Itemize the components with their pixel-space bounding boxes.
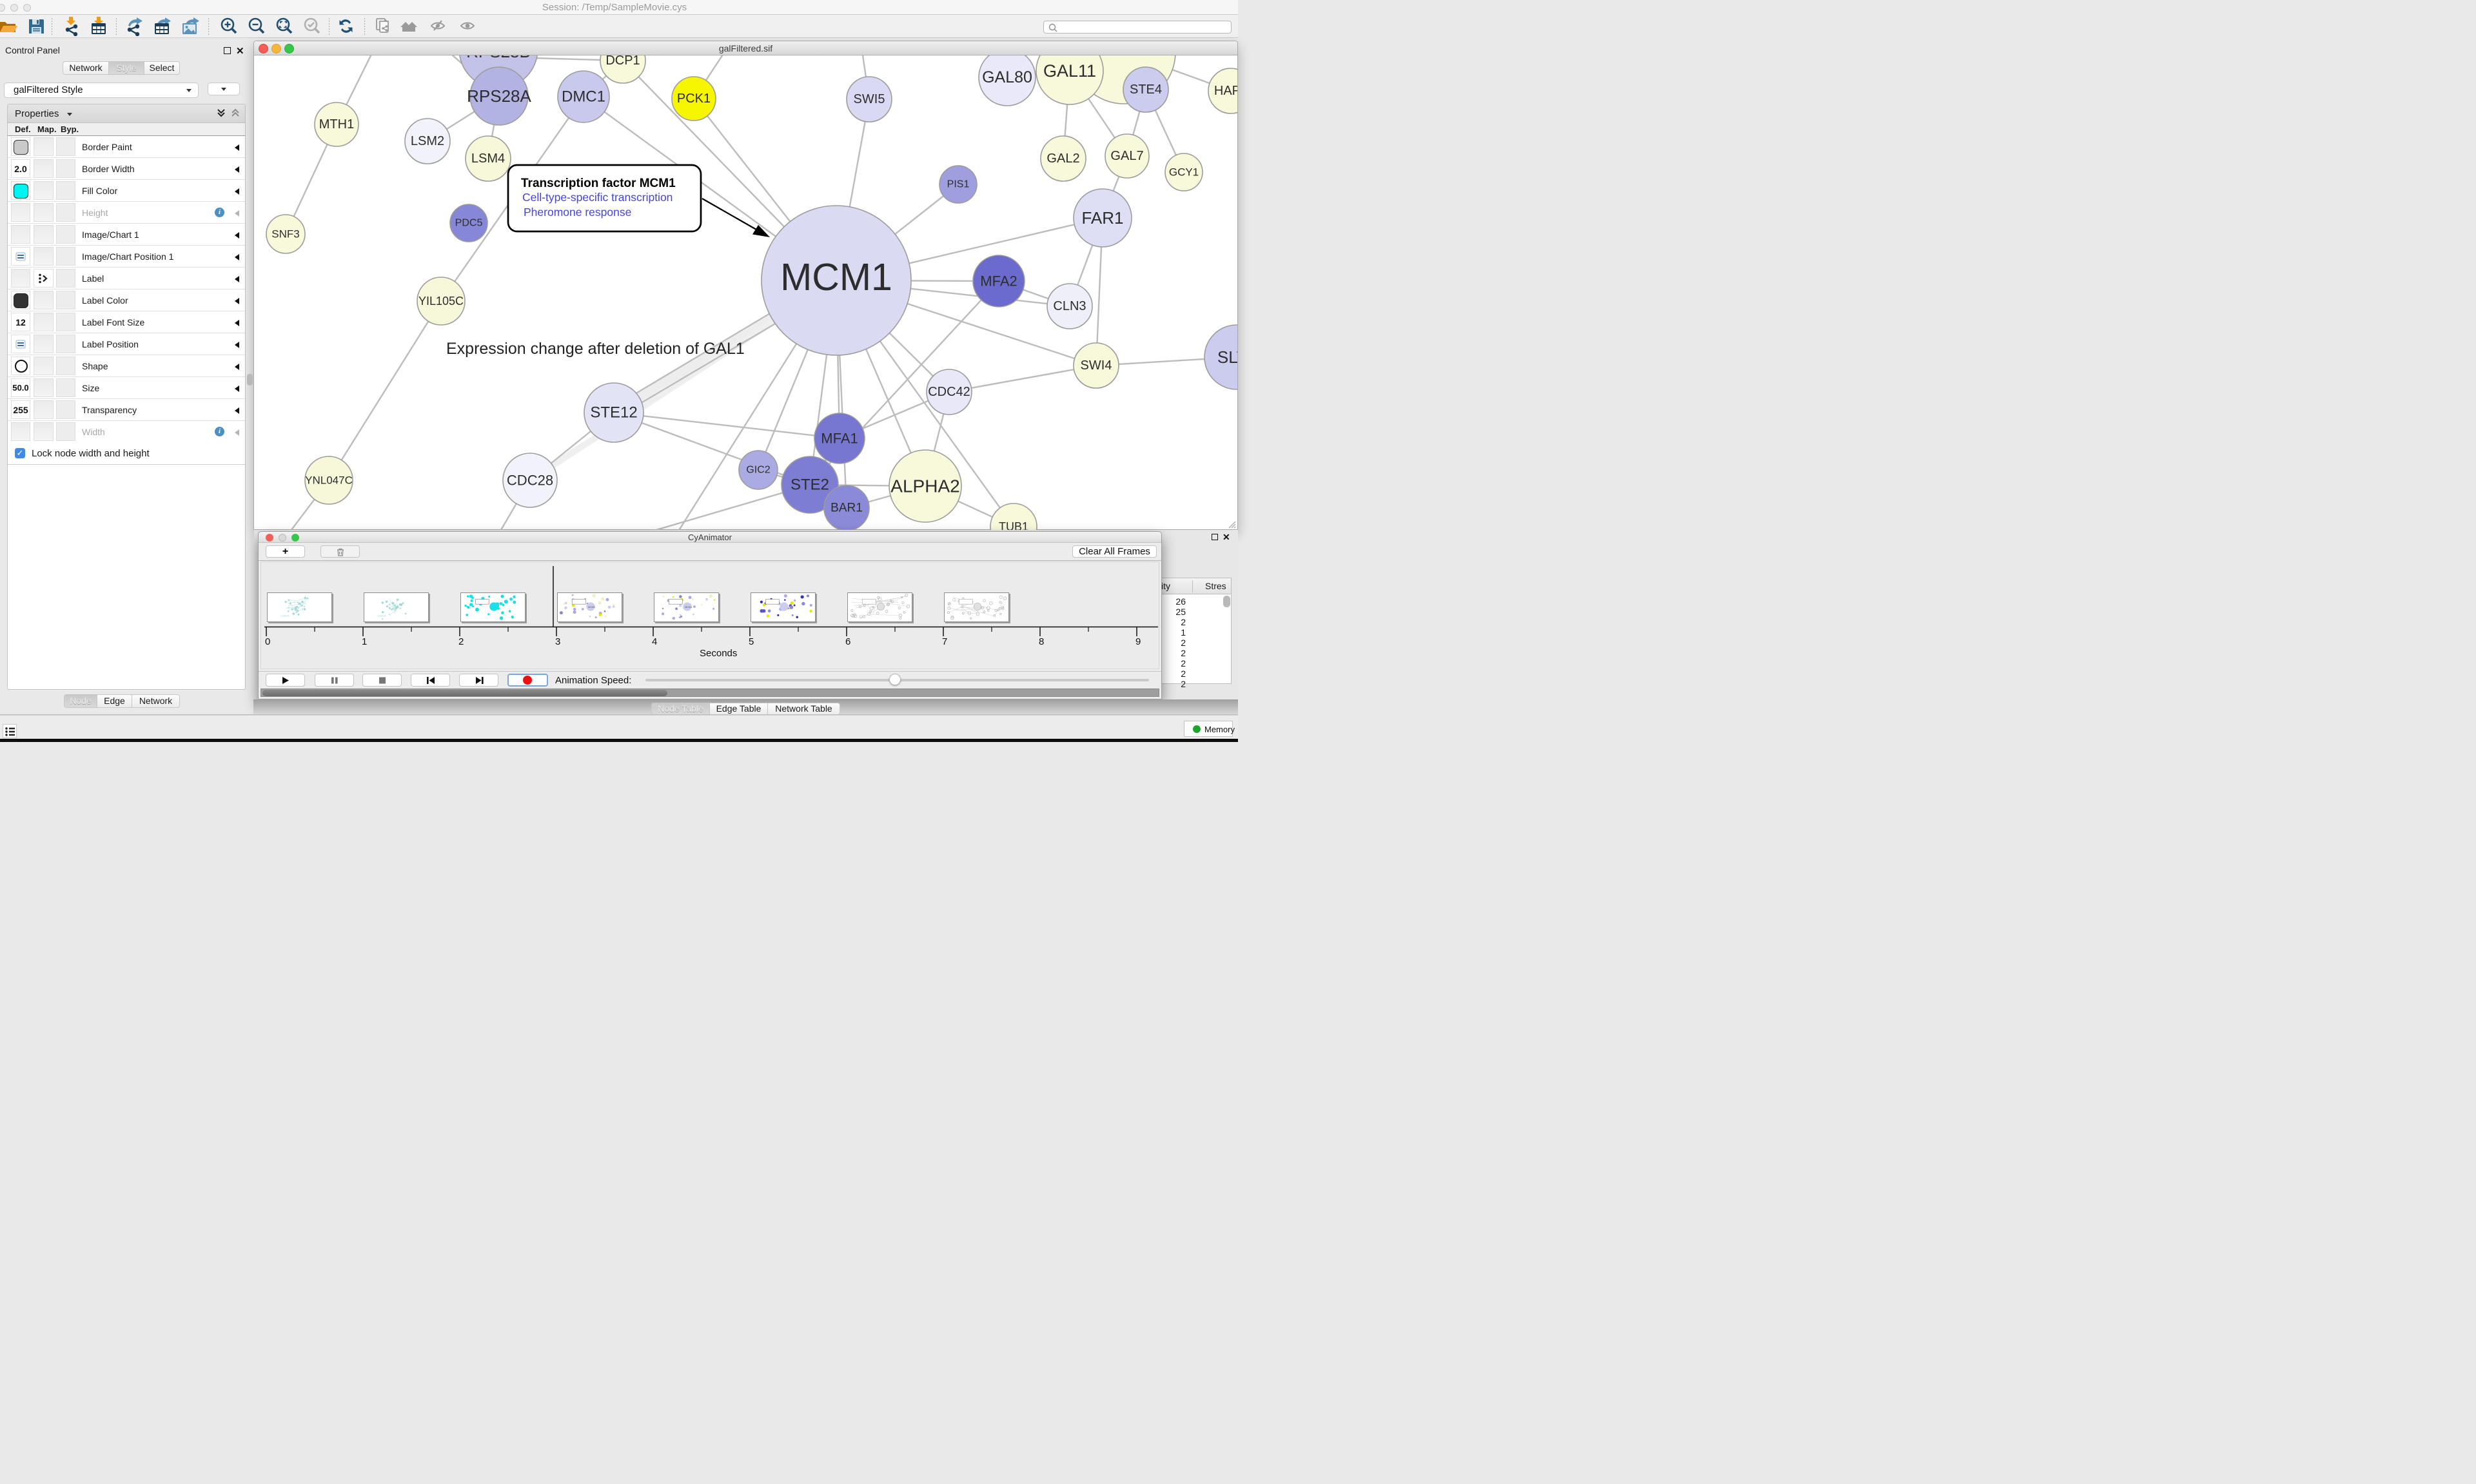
- svg-text:Pheromone response: Pheromone response: [524, 206, 631, 219]
- svg-text:MCM1: MCM1: [588, 606, 595, 609]
- svg-text:Expression change after deleti: Expression change after deletion of GAL1: [446, 340, 745, 358]
- svg-text:SLT2: SLT2: [1217, 347, 1237, 367]
- svg-text:SWI5: SWI5: [854, 92, 885, 106]
- svg-text:LSM2: LSM2: [411, 134, 444, 148]
- svg-text:network: network: [377, 614, 386, 617]
- svg-text:MTH1: MTH1: [319, 117, 354, 132]
- svg-text:GIC2: GIC2: [746, 465, 770, 476]
- svg-text:YIL105C: YIL105C: [418, 295, 464, 308]
- svg-text:PCK1: PCK1: [677, 92, 711, 106]
- svg-text:STE12: STE12: [590, 404, 637, 422]
- svg-text:0: 0: [265, 636, 270, 647]
- svg-text:TUB1: TUB1: [999, 520, 1028, 530]
- svg-text:1: 1: [362, 636, 367, 647]
- svg-text:RPS28A: RPS28A: [467, 86, 531, 106]
- svg-text:LSM4: LSM4: [471, 151, 505, 166]
- svg-text:DMC1: DMC1: [562, 88, 605, 106]
- svg-text:STE4: STE4: [1130, 83, 1162, 97]
- svg-text:FAR1: FAR1: [1081, 208, 1123, 228]
- svg-text:GCY1: GCY1: [1169, 166, 1199, 179]
- svg-text:GAL2: GAL2: [1046, 151, 1079, 166]
- svg-text:YNL047C: YNL047C: [305, 474, 353, 487]
- svg-text:PDC5: PDC5: [455, 218, 483, 229]
- svg-text:GAL11: GAL11: [1043, 61, 1096, 81]
- svg-text:network: network: [280, 614, 289, 617]
- svg-text:ALPHA2: ALPHA2: [890, 476, 959, 496]
- svg-text:MFA2: MFA2: [980, 273, 1017, 289]
- svg-text:CDC42: CDC42: [928, 385, 970, 399]
- svg-text:RPS28B: RPS28B: [466, 55, 531, 61]
- svg-text:SNF3: SNF3: [271, 228, 299, 240]
- svg-text:HAP2: HAP2: [1214, 84, 1237, 98]
- svg-text:MFA1: MFA1: [821, 431, 858, 447]
- svg-text:DCP1: DCP1: [605, 55, 640, 68]
- svg-text:2: 2: [458, 636, 464, 647]
- svg-text:STE2: STE2: [791, 476, 829, 494]
- svg-text:MCM1: MCM1: [780, 256, 892, 298]
- svg-text:7: 7: [942, 636, 947, 647]
- svg-text:GAL7: GAL7: [1110, 149, 1143, 163]
- svg-text:5: 5: [749, 636, 754, 647]
- svg-text:4: 4: [652, 636, 657, 647]
- svg-text:8: 8: [1039, 636, 1044, 647]
- svg-text:BAR1: BAR1: [830, 502, 863, 515]
- svg-text:6: 6: [845, 636, 850, 647]
- svg-text:3: 3: [555, 636, 560, 647]
- svg-text:PIS1: PIS1: [947, 179, 970, 190]
- svg-text:SWI4: SWI4: [1081, 358, 1112, 373]
- svg-text:MCM1: MCM1: [685, 606, 692, 609]
- svg-text:9: 9: [1135, 636, 1141, 647]
- svg-text:Cell-type-specific transcripti: Cell-type-specific transcription: [522, 191, 673, 204]
- svg-text:Transcription factor MCM1: Transcription factor MCM1: [521, 177, 676, 190]
- svg-text:Seconds: Seconds: [700, 648, 737, 659]
- svg-text:GAL80: GAL80: [982, 68, 1032, 86]
- svg-text:CLN3: CLN3: [1053, 299, 1086, 313]
- svg-text:CDC28: CDC28: [507, 473, 553, 489]
